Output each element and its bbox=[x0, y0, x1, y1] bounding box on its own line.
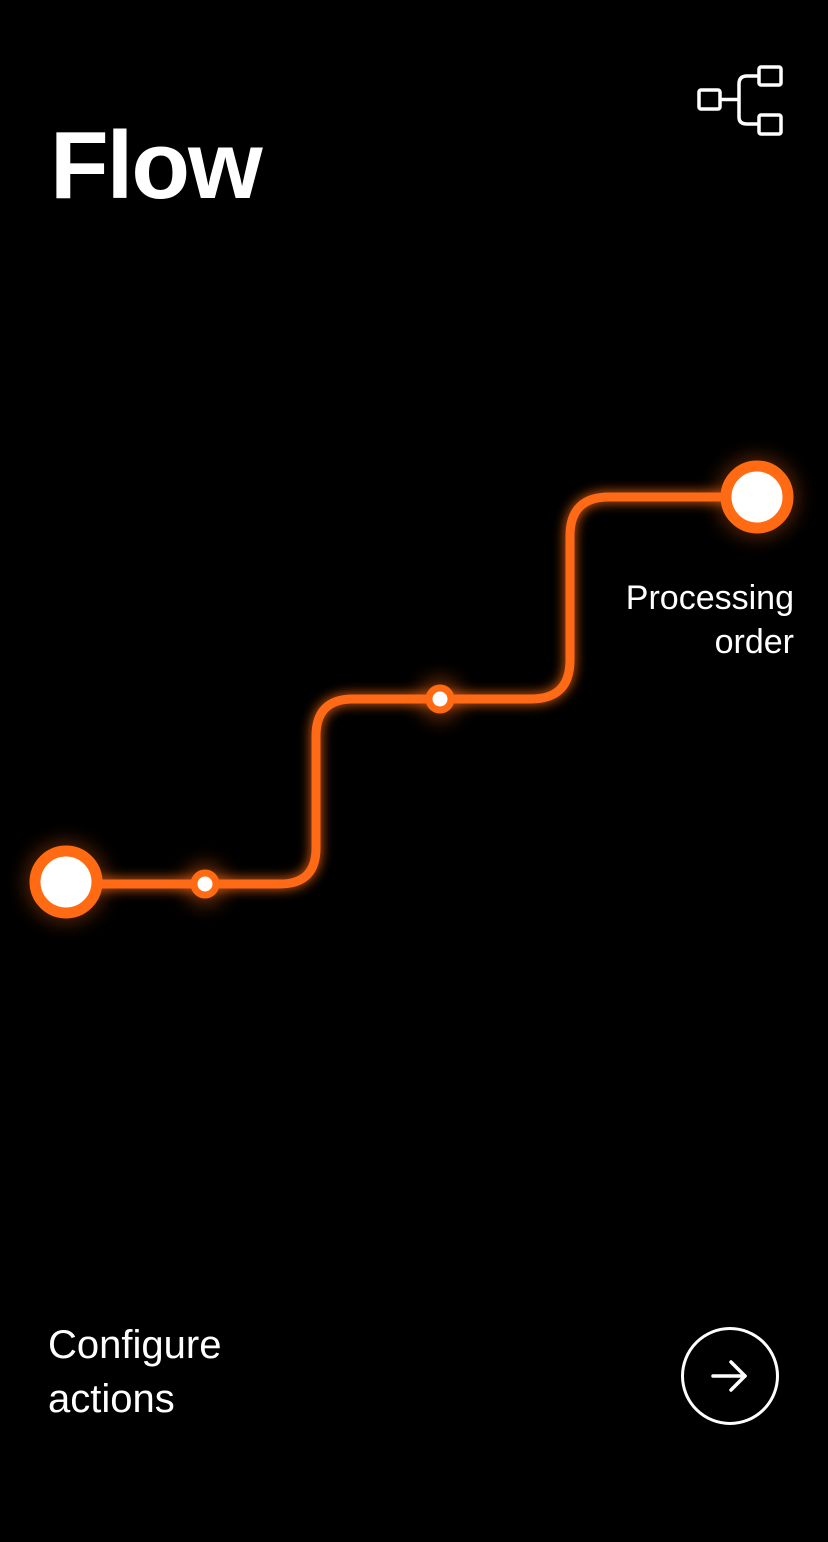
page-title: Flow bbox=[50, 112, 263, 219]
flow-connector-line bbox=[61, 492, 761, 889]
flow-node-start[interactable] bbox=[26, 842, 106, 922]
cta-line2: actions bbox=[48, 1377, 175, 1421]
flowchart-icon[interactable] bbox=[694, 62, 788, 140]
flow-node-end[interactable] bbox=[717, 457, 797, 537]
next-button[interactable] bbox=[681, 1327, 779, 1425]
cta-line1: Configure bbox=[48, 1323, 222, 1367]
active-step-label: Processing order bbox=[474, 576, 794, 664]
flow-node-step-3[interactable] bbox=[420, 679, 460, 719]
active-step-label-line2: order bbox=[714, 623, 794, 661]
flow-node-step-2[interactable] bbox=[185, 864, 225, 904]
arrow-right-icon bbox=[711, 1360, 747, 1392]
active-step-label-line1: Processing bbox=[625, 579, 794, 617]
configure-actions-text: Configure actions bbox=[48, 1318, 448, 1426]
